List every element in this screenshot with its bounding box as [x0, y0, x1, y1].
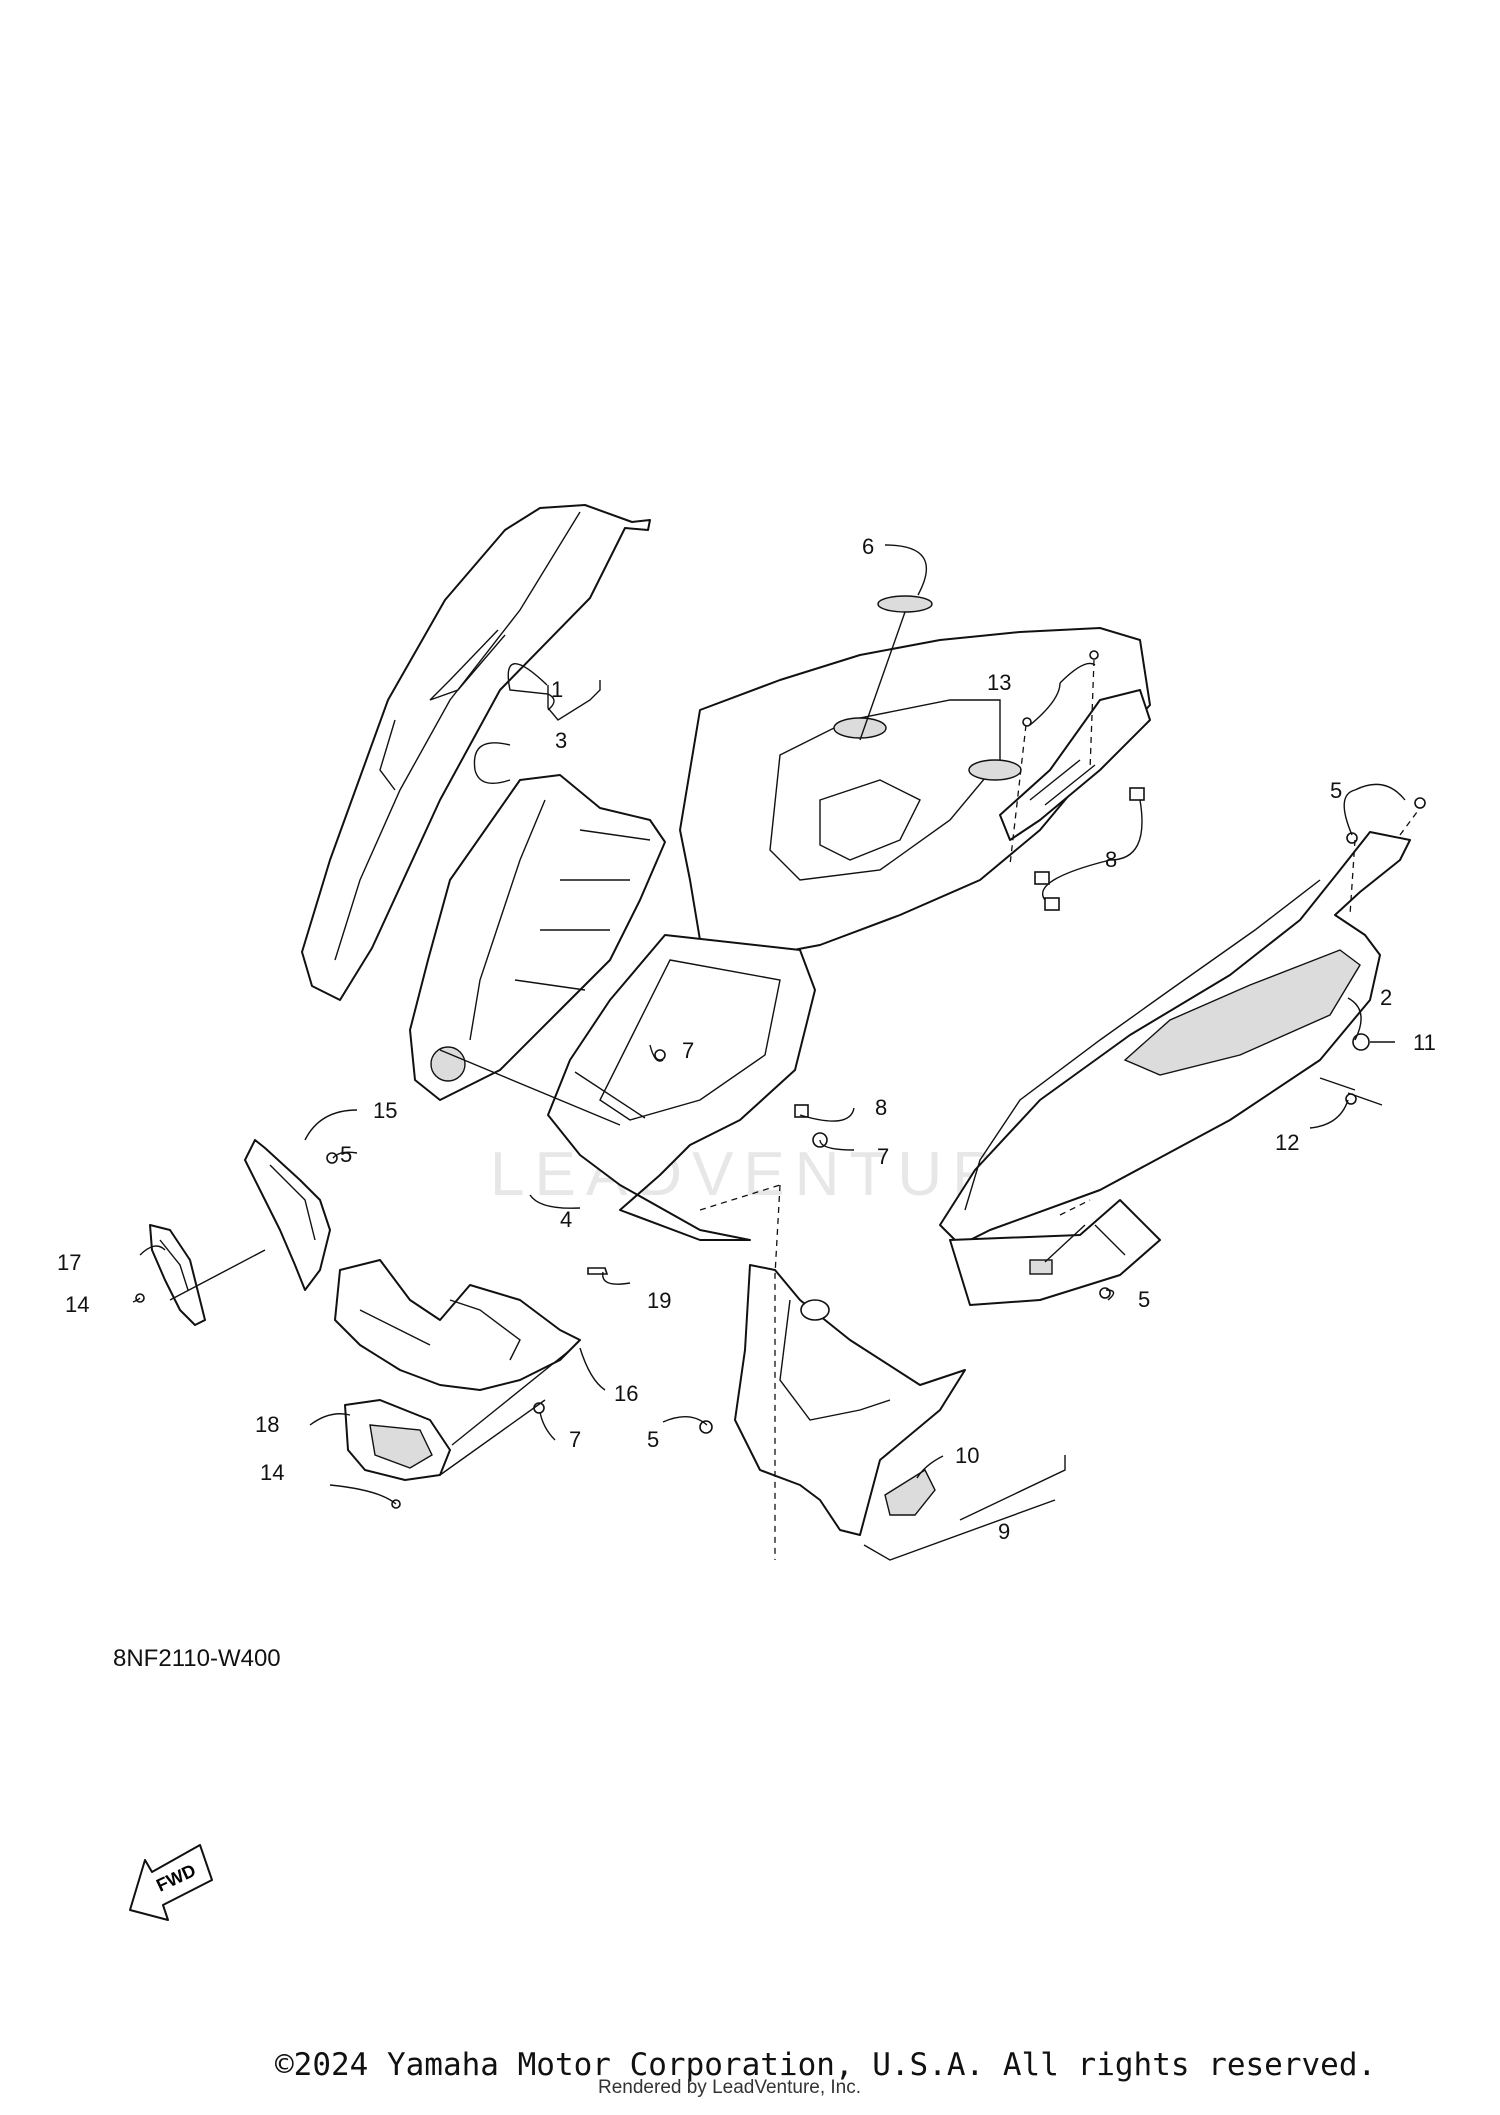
- callout-10: 10: [955, 1443, 979, 1468]
- callout-18: 18: [255, 1412, 279, 1437]
- callout-15: 15: [373, 1098, 397, 1123]
- callout-11: 11: [1413, 1030, 1436, 1055]
- callout-7-left: 7: [569, 1427, 581, 1452]
- callout-4: 4: [560, 1207, 572, 1232]
- diagram-code: 8NF2110-W400: [113, 1645, 281, 1672]
- fwd-direction-badge: FWD: [129, 1844, 213, 1921]
- part-6-emblem: [877, 595, 933, 613]
- hardware-fasteners: [135, 650, 1426, 1509]
- copyright-notice: ©2024 Yamaha Motor Corporation, U.S.A. A…: [275, 2047, 1377, 2083]
- callout-16: 16: [614, 1381, 638, 1406]
- callout-12: 12: [1275, 1130, 1299, 1155]
- right-bracket-strip: [999, 689, 1151, 841]
- callout-8-upper: 8: [1105, 847, 1117, 872]
- callout-labels: 1 2 3 4 5 5 5 5 6 7 7 7 8 8 9 10 11 12 1…: [57, 534, 1436, 1544]
- callout-9: 9: [998, 1519, 1010, 1544]
- main-body-cover: [679, 627, 1151, 961]
- callout-7-right: 7: [877, 1144, 889, 1169]
- callout-14-left: 14: [65, 1292, 89, 1317]
- part-18-left-grille-cover: [344, 1399, 451, 1481]
- callout-13: 13: [987, 670, 1011, 695]
- callout-3: 3: [555, 728, 567, 753]
- callout-5-right-lower: 5: [1138, 1287, 1150, 1312]
- callout-19: 19: [647, 1288, 671, 1313]
- callout-1: 1: [551, 677, 563, 702]
- reference-lines: [699, 659, 1421, 1560]
- part-2-side-cowl-right: [939, 831, 1411, 1306]
- callout-17: 17: [57, 1250, 81, 1275]
- part-15-left-bracket: [244, 1139, 331, 1291]
- callout-8-lower: 8: [875, 1095, 887, 1120]
- part-16-lower-left-body: [334, 1259, 581, 1391]
- callout-6: 6: [862, 534, 874, 559]
- part-4-front-lower-cover: [547, 934, 816, 1241]
- callout-7-center: 7: [682, 1038, 694, 1063]
- callout-5-left: 5: [340, 1142, 352, 1167]
- part-17-left-small-cover: [149, 1224, 206, 1326]
- callout-14-lower: 14: [260, 1460, 284, 1485]
- callout-2: 2: [1380, 985, 1392, 1010]
- callout-5-right-top: 5: [1330, 778, 1342, 803]
- leader-lines: [132, 544, 1406, 1561]
- part-1-side-cowl-left: [301, 504, 651, 1001]
- part-9-lower-center-panel: [734, 1264, 966, 1536]
- callout-5-center-lower: 5: [647, 1427, 659, 1452]
- part-3-inner-panel: [409, 774, 666, 1101]
- rendered-by-notice: Rendered by LeadVenture, Inc.: [598, 2077, 862, 2098]
